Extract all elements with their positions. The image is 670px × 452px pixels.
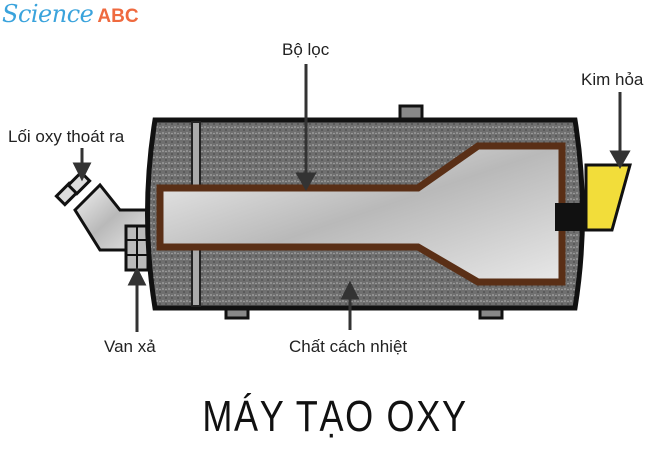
filter bbox=[156, 142, 566, 286]
label-release-valve: Van xả bbox=[104, 337, 156, 356]
outlet-nozzle-2 bbox=[66, 170, 92, 196]
label-filter: Bộ lọc bbox=[282, 40, 330, 59]
pointer-arrows bbox=[72, 64, 631, 332]
diagram-title: MÁY TẠO OXY bbox=[202, 392, 468, 441]
igniter-connector bbox=[555, 203, 590, 231]
label-oxygen-outlet: Lối oxy thoát ra bbox=[8, 127, 125, 146]
logo-science: Science bbox=[2, 0, 94, 28]
igniter bbox=[584, 163, 632, 232]
label-insulation: Chất cách nhiệt bbox=[289, 337, 408, 356]
logo-abc: ABC bbox=[97, 6, 139, 27]
label-igniter: Kim hỏa bbox=[581, 70, 644, 89]
logo: Science ABC bbox=[2, 0, 139, 28]
